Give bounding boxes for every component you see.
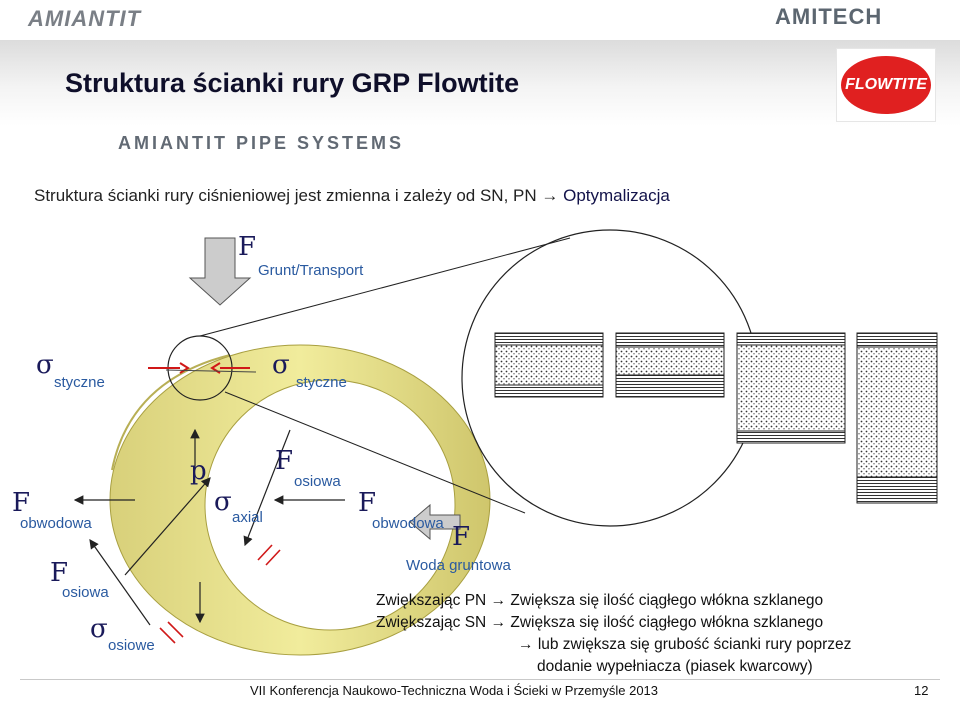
slide-title: Struktura ścianki rury GRP Flowtite	[65, 68, 520, 98]
arrow-right-icon: →	[490, 592, 507, 609]
axial-stress-arrows	[159, 544, 281, 644]
styczne-right-label: styczne	[296, 374, 347, 391]
force-lines	[73, 428, 345, 626]
flowtite-logo: FLOWTITE	[836, 48, 936, 122]
force-obwodowa-left-symbol: F	[12, 488, 31, 518]
arrow-right-icon: →	[490, 614, 507, 631]
footer-text: VII Konferencja Naukowo-Techniczna Woda …	[250, 683, 659, 698]
note-line-pn: Zwiększając PN → Zwiększa się ilość ciąg…	[376, 592, 823, 610]
title-band	[0, 40, 960, 126]
note-line-filler: dodanie wypełniacza (piasek kwarcowy)	[537, 658, 813, 675]
osiowa-top-label: osiowa	[294, 473, 341, 490]
sigma-osiowe-symbol: σ	[90, 614, 108, 644]
note-pn-condition: Zwiększając PN	[376, 592, 487, 609]
footer-divider	[20, 679, 940, 680]
sigma-styczne-left-symbol: σ	[36, 350, 54, 380]
sigma-styczne-right-symbol: σ	[272, 350, 290, 380]
note-line-thickness: → lub zwiększa się grubość ścianki rury …	[518, 636, 851, 654]
pipe-systems-banner: AMIANTIT PIPE SYSTEMS	[118, 133, 405, 153]
obwodowa-right-label: obwodowa	[372, 515, 444, 532]
subtitle-text: Struktura ścianki rury ciśnieniowej jest…	[34, 186, 537, 205]
note-line-sn: Zwiększając SN → Zwiększa się ilość ciąg…	[376, 614, 823, 632]
force-osiowa-top-symbol: F	[275, 446, 294, 476]
amiantit-logo: AMIANTIT	[28, 6, 142, 31]
obwodowa-left-label: obwodowa	[20, 515, 92, 532]
grunt-transport-label: Grunt/Transport	[258, 262, 364, 279]
axial-label: axial	[232, 509, 263, 526]
styczne-left-label: styczne	[54, 374, 105, 391]
force-load-label: F	[238, 232, 256, 262]
osiowa-left-label: osiowa	[62, 584, 109, 601]
page-number: 12	[914, 683, 929, 698]
amitech-logo: AMITECH	[775, 4, 883, 29]
note-thickness-text: lub zwiększa się grubość ścianki rury po…	[537, 636, 852, 653]
pressure-symbol: p	[190, 456, 207, 486]
arrow-right-icon: →	[518, 636, 534, 653]
osiowe-label: osiowe	[108, 637, 155, 654]
woda-gruntowa-label: Woda gruntowa	[406, 557, 511, 574]
subtitle: Struktura ścianki rury ciśnieniowej jest…	[34, 186, 670, 206]
wall-structures	[494, 332, 938, 504]
sigma-axial-symbol: σ	[214, 487, 232, 517]
force-osiowa-left-symbol: F	[50, 558, 69, 588]
load-arrow	[188, 237, 252, 306]
note-pn-effect: Zwiększa się ilość ciągłego włókna szkla…	[510, 592, 824, 609]
note-sn-condition: Zwiększając SN	[376, 614, 487, 631]
force-obwodowa-right-symbol: F	[358, 488, 377, 518]
groundwater-arrow	[409, 503, 461, 541]
force-symbol: F	[238, 232, 257, 262]
arrow-right-icon: →	[541, 186, 559, 205]
flowtite-badge: FLOWTITE	[841, 56, 931, 114]
tangential-arrows	[148, 362, 257, 374]
subtitle-highlight: Optymalizacja	[563, 186, 670, 205]
force-woda-symbol: F	[452, 522, 471, 552]
note-sn-effect: Zwiększa się ilość ciągłego włókna szkla…	[510, 614, 824, 631]
